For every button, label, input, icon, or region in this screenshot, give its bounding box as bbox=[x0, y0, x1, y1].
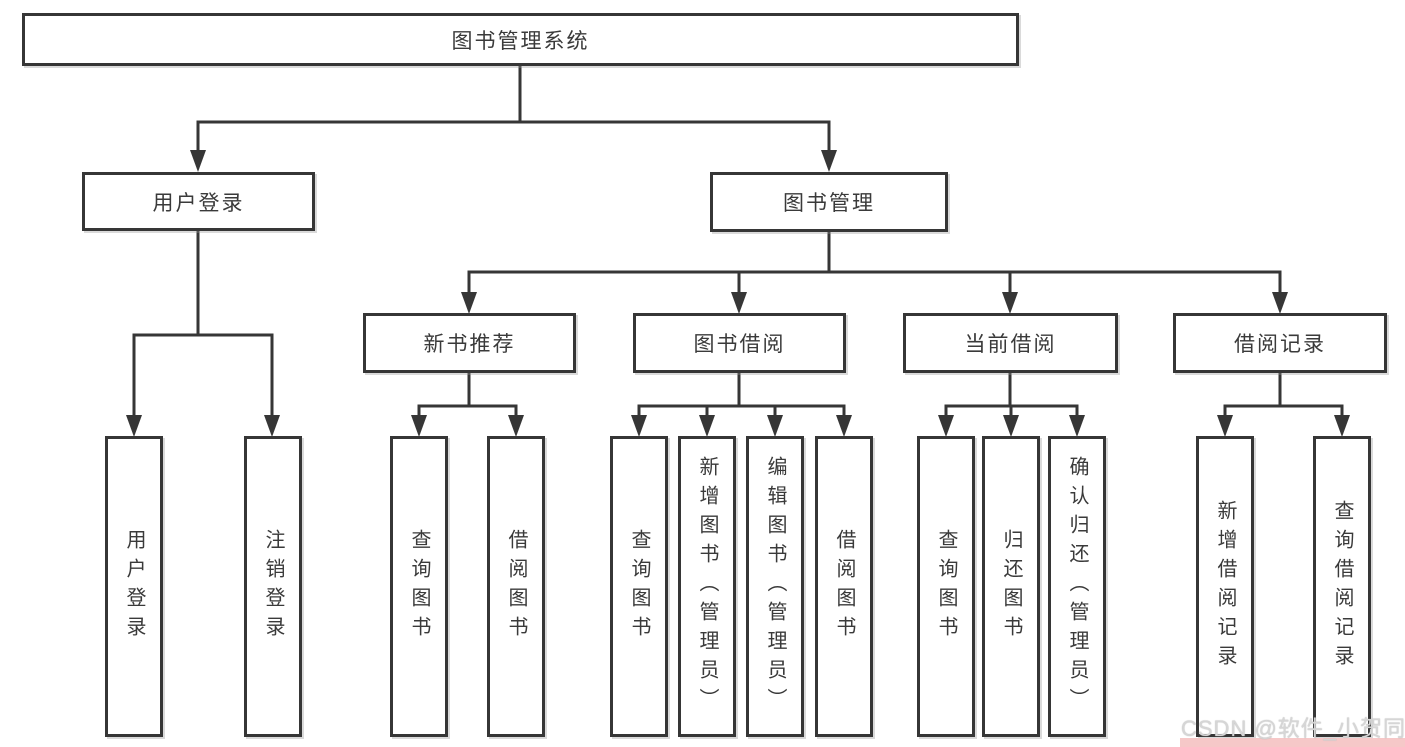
node-book-borrow: 图书借阅 bbox=[633, 313, 846, 373]
node-book-management-branch: 图书管理 bbox=[710, 172, 948, 232]
leaf-borrow-books-recommend: 借阅图书 bbox=[487, 436, 545, 737]
leaf-query-books-borrow: 查询图书 bbox=[610, 436, 668, 737]
leaf-add-books-admin: 新增图书（管理员） bbox=[678, 436, 736, 737]
leaf-query-books-recommend: 查询图书 bbox=[390, 436, 448, 737]
leaf-query-borrow-record: 查询借阅记录 bbox=[1313, 436, 1371, 737]
node-user-login-branch: 用户登录 bbox=[82, 172, 315, 231]
watermark-strip bbox=[1180, 738, 1405, 747]
arrowheads bbox=[126, 150, 1350, 437]
node-new-book-recommend: 新书推荐 bbox=[363, 313, 576, 373]
watermark-text: CSDN @软件_小贺同学 bbox=[1181, 716, 1405, 741]
leaf-borrow-books: 借阅图书 bbox=[815, 436, 873, 737]
leaf-return-books: 归还图书 bbox=[982, 436, 1040, 737]
leaf-edit-books-admin: 编辑图书（管理员） bbox=[746, 436, 804, 737]
leaf-add-borrow-record: 新增借阅记录 bbox=[1196, 436, 1254, 737]
leaf-logout: 注销登录 bbox=[244, 436, 302, 737]
leaf-confirm-return-admin: 确认归还（管理员） bbox=[1048, 436, 1106, 737]
leaf-user-login: 用户登录 bbox=[105, 436, 163, 737]
leaf-query-books-current: 查询图书 bbox=[917, 436, 975, 737]
node-root-system: 图书管理系统 bbox=[22, 13, 1019, 66]
node-current-borrow: 当前借阅 bbox=[903, 313, 1118, 373]
node-borrow-records: 借阅记录 bbox=[1173, 313, 1387, 373]
